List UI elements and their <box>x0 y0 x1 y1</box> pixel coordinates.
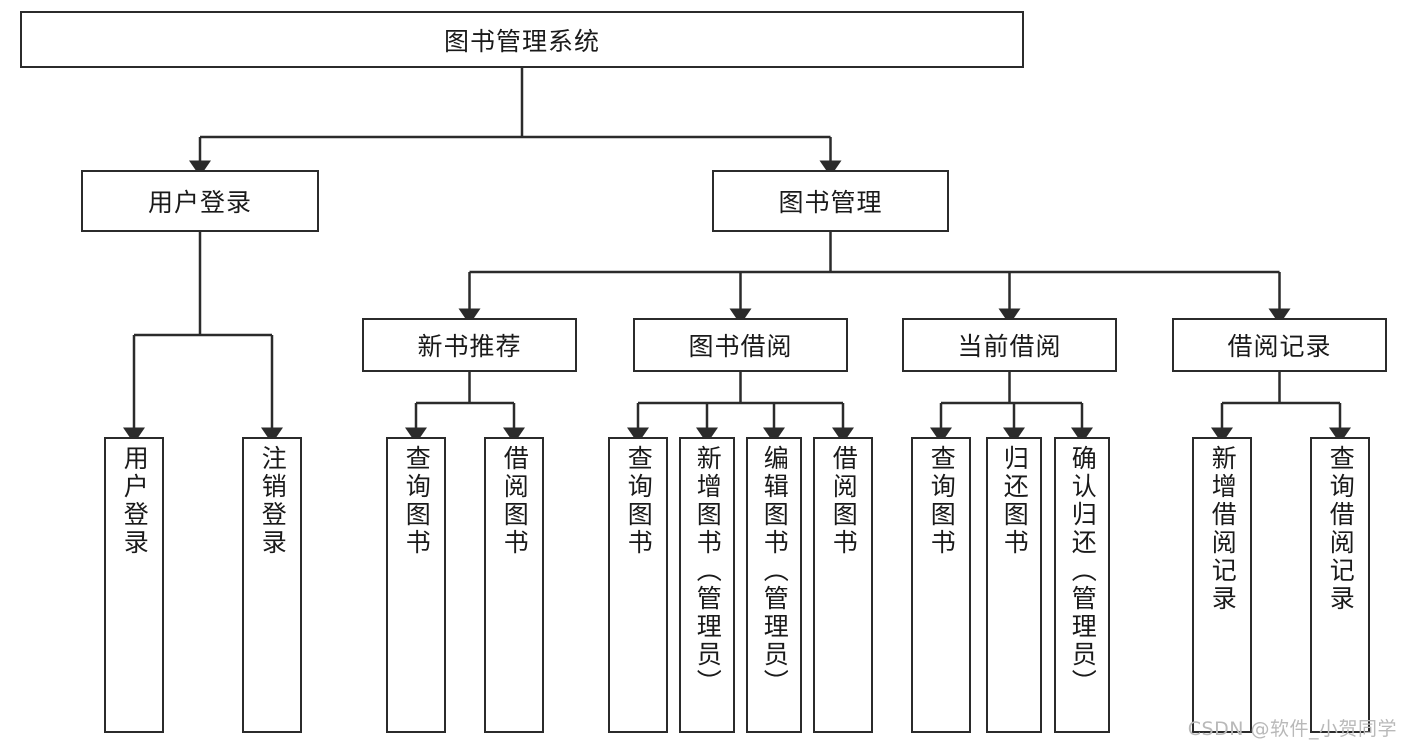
node-label: 确认归还（管理员） <box>1068 445 1098 697</box>
node-label: 图书管理系统 <box>443 26 600 56</box>
watermark-label: CSDN @软件_小贺同学 <box>1187 718 1397 740</box>
node-label: 用户登录 <box>120 445 150 557</box>
node-label: 查询图书 <box>402 445 432 557</box>
node-label: 图书管理 <box>778 188 883 217</box>
node-leaf_borrow_book_b[interactable]: 借阅图书 <box>813 437 873 733</box>
node-book_borrow[interactable]: 图书借阅 <box>633 318 848 372</box>
node-leaf_borrow_book_rec[interactable]: 借阅图书 <box>484 437 544 733</box>
node-leaf_query_record[interactable]: 查询借阅记录 <box>1310 437 1370 733</box>
node-label: 查询借阅记录 <box>1326 445 1356 613</box>
node-leaf_user_login[interactable]: 用户登录 <box>104 437 164 733</box>
node-label: 借阅记录 <box>1227 332 1332 361</box>
node-leaf_confirm_return[interactable]: 确认归还（管理员） <box>1054 437 1110 733</box>
node-label: 图书借阅 <box>688 332 793 361</box>
node-label: 归还图书 <box>1000 445 1030 557</box>
node-leaf_return_book[interactable]: 归还图书 <box>986 437 1042 733</box>
node-label: 借阅图书 <box>500 445 530 557</box>
node-leaf_query_book_b[interactable]: 查询图书 <box>608 437 668 733</box>
node-leaf_edit_book[interactable]: 编辑图书（管理员） <box>746 437 802 733</box>
node-label: 注销登录 <box>258 445 288 557</box>
node-new_book_rec[interactable]: 新书推荐 <box>362 318 577 372</box>
node-root[interactable]: 图书管理系统 <box>20 11 1024 68</box>
node-label: 新增图书（管理员） <box>693 445 723 697</box>
node-current_borrow[interactable]: 当前借阅 <box>902 318 1117 372</box>
node-book_manage[interactable]: 图书管理 <box>712 170 949 232</box>
node-leaf_add_record[interactable]: 新增借阅记录 <box>1192 437 1252 733</box>
node-leaf_query_book_rec[interactable]: 查询图书 <box>386 437 446 733</box>
node-label: 新书推荐 <box>417 332 522 361</box>
node-label: 用户登录 <box>147 188 252 217</box>
node-label: 查询图书 <box>624 445 654 557</box>
node-leaf_add_book[interactable]: 新增图书（管理员） <box>679 437 735 733</box>
node-leaf_query_book_c[interactable]: 查询图书 <box>911 437 971 733</box>
node-label: 借阅图书 <box>829 445 859 557</box>
node-label: 当前借阅 <box>957 332 1062 361</box>
node-label: 查询图书 <box>927 445 957 557</box>
node-borrow_record[interactable]: 借阅记录 <box>1172 318 1387 372</box>
node-leaf_logout[interactable]: 注销登录 <box>242 437 302 733</box>
node-label: 编辑图书（管理员） <box>760 445 790 697</box>
node-label: 新增借阅记录 <box>1208 445 1238 613</box>
node-user_login[interactable]: 用户登录 <box>81 170 319 232</box>
